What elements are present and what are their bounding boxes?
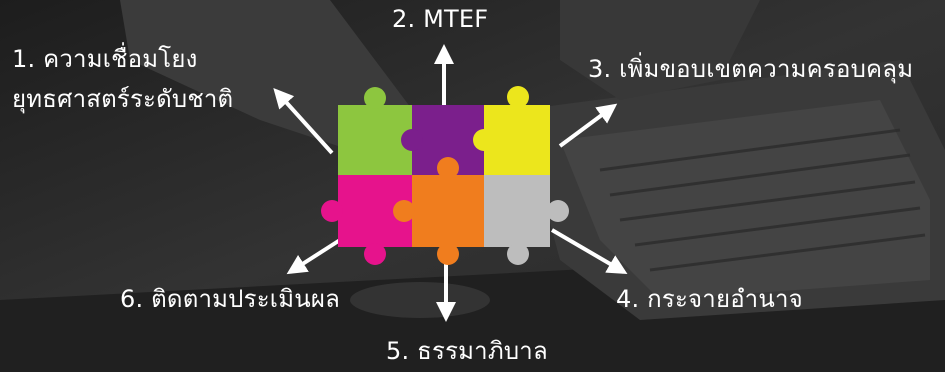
puzzle-piece-gray	[484, 175, 569, 265]
label-item5: 5. ธรรมาภิบาล	[386, 337, 548, 365]
label-item1-line1: 1. ความเชื่อมโยง	[12, 45, 198, 73]
arrow-to-item1	[273, 88, 334, 155]
arrow-to-item4	[550, 228, 628, 275]
label-item6: 6. ติดตามประเมินผล	[120, 285, 340, 313]
label-item1: 1. ความเชื่อมโยง ยุทธศาสตร์ระดับชาติ	[12, 42, 233, 116]
label-item3: 3. เพิ่มขอบเขตความครอบคลุม	[588, 55, 914, 83]
label-item4: 4. กระจายอำนาจ	[616, 285, 803, 313]
label-item1-line2: ยุทธศาสตร์ระดับชาติ	[12, 85, 234, 113]
label-item2: 2. MTEF	[392, 5, 489, 33]
arrow-to-item3	[558, 103, 618, 148]
puzzle-piece-orange	[393, 157, 484, 265]
arrow-to-item6	[286, 238, 342, 275]
